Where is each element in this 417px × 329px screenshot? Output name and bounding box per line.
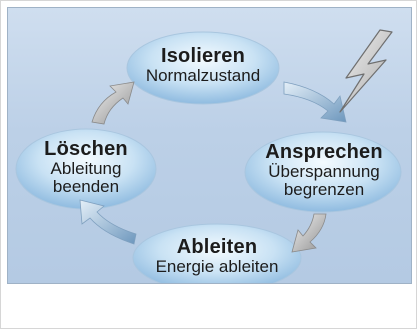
node-ansprechen-shape	[244, 131, 402, 213]
node-isolieren-line-1: Normalzustand	[145, 66, 261, 85]
node-loeschen-line-1: Ableitung	[50, 159, 122, 178]
node-isolieren-shape	[126, 31, 280, 105]
arrow-ableiten-to-loeschen	[79, 199, 137, 245]
node-isolieren-title: Isolieren	[160, 45, 246, 67]
node-loeschen-title: Löschen	[44, 138, 128, 160]
node-ansprechen-title: Ansprechen	[265, 141, 383, 163]
arrow-isolieren-to-ansprechen	[283, 81, 347, 123]
diagram-panel: Isolieren Normalzustand Ansprechen Übers…	[7, 7, 412, 284]
node-ableiten-label: Ableiten Energie ableiten	[136, 237, 298, 276]
lightning-bolt-icon	[339, 29, 393, 113]
node-loeschen-label: Löschen Ableitung beenden	[18, 139, 154, 196]
arrow-loeschen-to-isolieren	[91, 81, 135, 125]
node-ableiten-shape	[132, 223, 302, 283]
node-isolieren-label: Isolieren Normalzustand	[128, 46, 278, 85]
node-ansprechen-label: Ansprechen Überspannung begrenzen	[246, 142, 402, 199]
cycle-diagram	[15, 29, 402, 283]
node-ansprechen-line-1: Überspannung	[268, 162, 380, 181]
node-ansprechen-line-2: begrenzen	[283, 179, 365, 199]
arrow-ansprechen-to-ableiten	[291, 213, 327, 253]
node-ableiten-title: Ableiten	[176, 236, 258, 258]
node-ableiten-line-1: Energie ableiten	[155, 257, 279, 276]
node-loeschen-line-2: beenden	[52, 176, 120, 196]
